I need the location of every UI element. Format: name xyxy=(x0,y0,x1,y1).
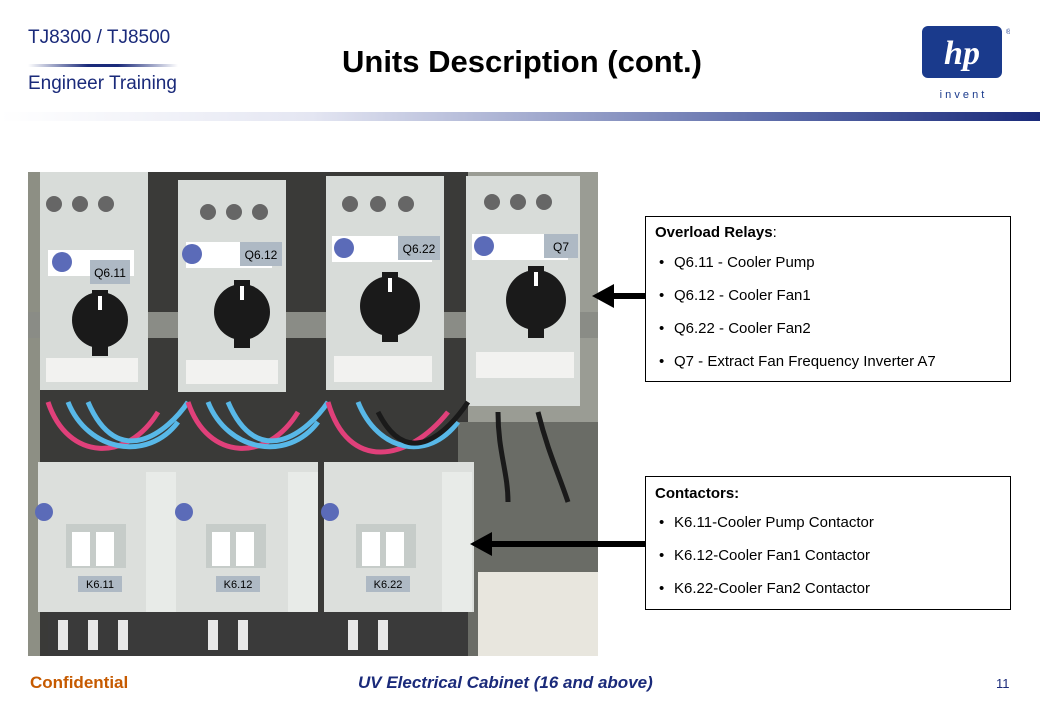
slide-title: Units Description (cont.) xyxy=(342,44,702,79)
relay-label: Q6.12 xyxy=(245,248,278,262)
relay-q611: Q6.11 xyxy=(40,172,148,390)
cabinet-photo: Q6.11 Q6.12 xyxy=(28,172,598,656)
relay-label: Q7 xyxy=(553,240,569,254)
contactor-k612: K6.12 xyxy=(175,462,318,612)
product-name: TJ8300 / TJ8500 xyxy=(28,27,171,48)
relay-q622: Q6.22 xyxy=(326,176,444,390)
overload-relays-heading-colon: : xyxy=(772,224,777,241)
relay-row: Q6.11 Q6.12 xyxy=(40,172,580,406)
logo-brand: hp xyxy=(944,35,980,72)
relay-label: Q6.11 xyxy=(94,266,126,280)
bottom-wires xyxy=(48,612,468,656)
confidential-label: Confidential xyxy=(30,673,129,692)
list-item: Q6.12 - Cooler Fan1 xyxy=(655,286,1010,305)
relays-pointer-arrow xyxy=(592,284,648,308)
overload-relays-callout: Overload Relays: Q6.11 - Cooler Pump Q6.… xyxy=(645,216,1011,382)
course-name: Engineer Training xyxy=(28,73,177,94)
relay-q612: Q6.12 xyxy=(178,180,286,392)
hp-logo: hp ® i n v e n t xyxy=(918,24,1012,104)
contactor-label: K6.11 xyxy=(86,579,114,591)
footer-topic: UV Electrical Cabinet (16 and above) xyxy=(358,673,653,692)
contactor-label: K6.12 xyxy=(224,579,253,591)
relay-q7: Q7 xyxy=(466,176,580,406)
contactor-k622: K6.22 xyxy=(321,462,474,612)
overload-relays-heading-text: Overload Relays xyxy=(655,224,773,241)
header-band xyxy=(0,112,1040,121)
list-item: K6.12-Cooler Fan1 Contactor xyxy=(655,546,1010,565)
contactors-list: K6.11-Cooler Pump Contactor K6.12-Cooler… xyxy=(655,513,1010,598)
overload-relays-list: Q6.11 - Cooler Pump Q6.12 - Cooler Fan1 … xyxy=(655,253,1010,371)
contactors-pointer-arrow xyxy=(470,532,648,556)
list-item: K6.11-Cooler Pump Contactor xyxy=(655,513,1010,532)
list-item: Q6.22 - Cooler Fan2 xyxy=(655,319,1010,338)
header-left: TJ8300 / TJ8500 Engineer Training xyxy=(28,26,228,95)
page-number: 11 xyxy=(996,676,1010,691)
contactor-label: K6.22 xyxy=(374,579,403,591)
wiring xyxy=(45,400,571,503)
contactor-row: K6.11 K6.12 K6.22 xyxy=(35,462,474,612)
logo-tagline: i n v e n t xyxy=(940,89,985,101)
list-item: Q7 - Extract Fan Frequency Inverter A7 xyxy=(655,352,1010,371)
list-item: Q6.11 - Cooler Pump xyxy=(655,253,1010,272)
relay-label: Q6.22 xyxy=(403,242,436,256)
contactors-heading: Contactors: xyxy=(655,485,740,502)
contactor-k611: K6.11 xyxy=(35,462,178,612)
overload-relays-heading: Overload Relays: xyxy=(655,224,1010,241)
contactors-callout: Contactors: K6.11-Cooler Pump Contactor … xyxy=(645,476,1011,610)
header-divider xyxy=(28,64,178,67)
logo-registered-mark: ® xyxy=(1006,28,1010,36)
list-item: K6.22-Cooler Fan2 Contactor xyxy=(655,579,1010,598)
